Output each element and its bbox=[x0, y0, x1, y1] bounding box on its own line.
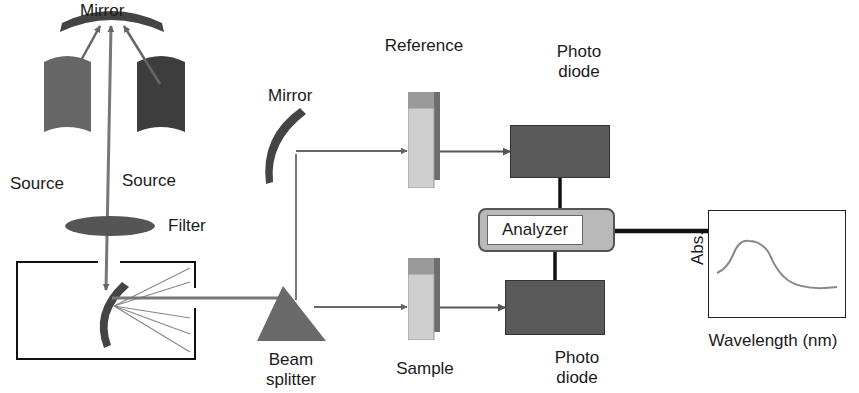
part-label: Beam splitter bbox=[251, 350, 331, 389]
cuvette-drawing bbox=[408, 258, 440, 340]
part-label: Source bbox=[10, 174, 64, 194]
monochromator-housing bbox=[17, 262, 195, 359]
light-source bbox=[137, 56, 185, 132]
photo-diode: Photo diode bbox=[510, 125, 610, 178]
cuvette-drawing bbox=[408, 92, 440, 188]
light-beam bbox=[296, 150, 407, 152]
spectrum-plot: Abs.Wavelength (nm) bbox=[708, 210, 846, 318]
reference-cuvette: Reference bbox=[408, 92, 440, 188]
cuvette-label: Sample bbox=[380, 359, 470, 379]
part-label: Mirror bbox=[80, 1, 124, 21]
part-label: Mirror bbox=[268, 86, 312, 106]
photo-diode-label: Photo diode bbox=[546, 42, 612, 81]
axis-label: Wavelength (nm) bbox=[693, 331, 853, 351]
light-beam bbox=[440, 151, 510, 153]
light-source bbox=[44, 56, 91, 132]
analyzer-label: Analyzer bbox=[487, 215, 583, 245]
cuvette-label: Reference bbox=[374, 36, 474, 56]
signal-wire bbox=[553, 252, 557, 280]
part-label: Source bbox=[122, 171, 176, 191]
filter bbox=[65, 216, 155, 236]
beam-splitter bbox=[257, 286, 326, 341]
analyzer-box: Analyzer bbox=[478, 208, 615, 252]
signal-wire bbox=[558, 178, 562, 208]
side-mirror bbox=[265, 108, 306, 184]
part-label: Filter bbox=[168, 216, 206, 236]
light-ray bbox=[68, 26, 100, 84]
light-beam bbox=[295, 154, 297, 300]
light-beam bbox=[440, 307, 505, 309]
photo-diode: Photo diode bbox=[505, 280, 605, 335]
dispersed-rays bbox=[114, 268, 190, 352]
absorbance-curve bbox=[709, 211, 847, 319]
photo-diode-label: Photo diode bbox=[544, 348, 610, 387]
light-beam bbox=[112, 297, 282, 300]
light-ray bbox=[124, 26, 160, 84]
light-beam bbox=[106, 26, 111, 290]
axis-label: Abs. bbox=[688, 231, 708, 265]
light-beam bbox=[314, 306, 407, 308]
sample-cuvette: Sample bbox=[408, 258, 440, 340]
grating bbox=[100, 282, 129, 348]
